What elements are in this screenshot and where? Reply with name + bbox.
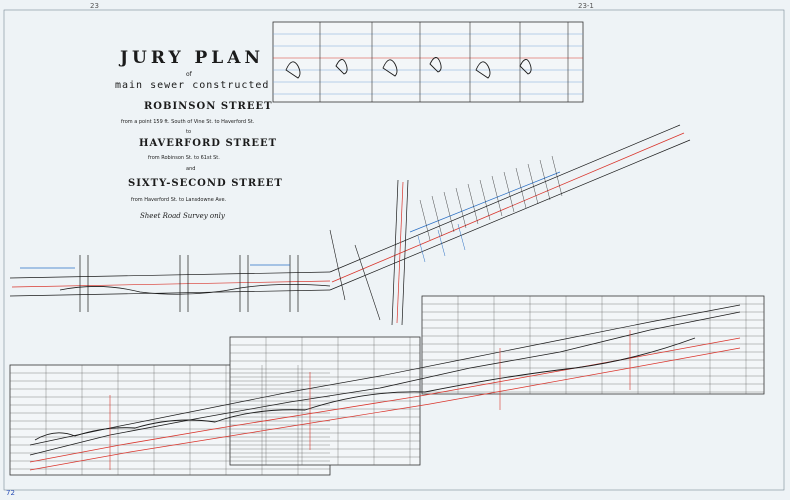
title-connector-of: of [186, 71, 192, 78]
catalog-stamp: 72 [6, 489, 15, 497]
street-extent-robinson: from a point 159 ft. South of Vine St. t… [121, 119, 255, 125]
map-title: JURY PLAN [120, 48, 264, 68]
sheet-number-left: 23 [90, 2, 99, 10]
street-extent-sixty-second: from Haverford St. to Lansdowne Ave. [131, 197, 227, 203]
sheet-border [3, 9, 785, 491]
street-extent-haverford: from Robinson St. to 61st St. [148, 155, 220, 161]
title-subtitle: main sewer constructed in [115, 80, 291, 91]
street-name-haverford: HAVERFORD STREET [139, 138, 278, 149]
survey-note: Sheet Road Survey only [140, 212, 225, 220]
street-plan [9, 124, 691, 326]
cross-section-panel [272, 21, 584, 103]
sheet-number-right: 23-1 [578, 2, 594, 10]
street-name-robinson: ROBINSON STREET [144, 101, 273, 112]
title-connector-and: and [186, 166, 196, 172]
profile-panel [9, 295, 765, 476]
street-name-sixty-second: SIXTY-SECOND STREET [128, 178, 283, 189]
title-connector-to: to [186, 129, 192, 135]
